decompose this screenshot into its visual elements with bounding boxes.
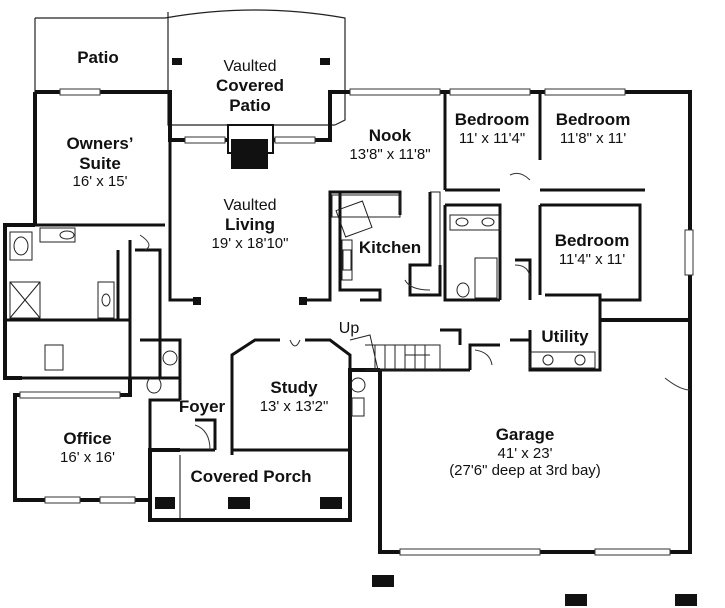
room-dims: 41' x 23' bbox=[497, 444, 553, 462]
room-dims: 11' x 11'4" bbox=[458, 129, 526, 147]
room-name: Kitchen bbox=[358, 238, 422, 257]
room-dims: 11'4" x 11' bbox=[558, 250, 626, 268]
room-covered-porch: Covered Porch bbox=[178, 467, 324, 487]
door-swings bbox=[139, 172, 691, 451]
room-name: Bedroom bbox=[554, 231, 630, 250]
stairs-label: Up bbox=[338, 320, 360, 337]
room-dims: 13'8" x 11'8" bbox=[349, 145, 431, 163]
room-name-2: Suite bbox=[79, 153, 121, 173]
room-dims: 11'8" x 11' bbox=[559, 129, 627, 147]
room-name: Nook bbox=[368, 126, 412, 145]
room-bedroom-3: Bedroom 11'4" x 11' bbox=[544, 231, 640, 268]
room-name: Bedroom bbox=[555, 110, 631, 129]
room-dims: 13' x 13'2" bbox=[259, 397, 329, 415]
room-bedroom-1: Bedroom 11' x 11'4" bbox=[446, 110, 538, 147]
room-dims: 19' x 18'10" bbox=[211, 234, 289, 252]
room-dims: 16' x 15' bbox=[72, 173, 128, 191]
stairs bbox=[349, 334, 441, 371]
room-prefix: Vaulted bbox=[223, 197, 277, 214]
room-name: Garage bbox=[495, 425, 555, 444]
room-name: Study bbox=[270, 378, 318, 397]
room-name: Bedroom bbox=[454, 110, 530, 129]
room-name: Patio bbox=[77, 48, 119, 67]
room-name: Owners’ bbox=[66, 134, 134, 153]
room-prefix: Vaulted bbox=[223, 58, 277, 75]
room-name: Foyer bbox=[178, 397, 226, 416]
room-foyer: Foyer bbox=[173, 397, 231, 417]
room-utility: Utility bbox=[534, 327, 596, 347]
room-name-2: Patio bbox=[229, 95, 271, 115]
room-patio: Patio bbox=[70, 48, 126, 68]
windows bbox=[19, 88, 694, 556]
room-name: Office bbox=[63, 429, 112, 448]
room-covered-patio: Vaulted Covered Patio bbox=[200, 58, 300, 115]
room-name: Covered bbox=[215, 76, 285, 96]
room-kitchen: Kitchen bbox=[352, 238, 428, 258]
room-name: Utility bbox=[541, 327, 589, 346]
room-office: Office 16' x 16' bbox=[45, 429, 130, 466]
room-living: Vaulted Living 19' x 18'10" bbox=[195, 197, 305, 252]
room-owners-suite: Owners’ Suite 16' x 15' bbox=[50, 134, 150, 190]
room-name: Covered Porch bbox=[190, 467, 312, 486]
room-name: Living bbox=[224, 215, 276, 235]
room-garage: Garage 41' x 23' (27'6" deep at 3rd bay) bbox=[415, 425, 635, 479]
posts bbox=[155, 58, 697, 606]
room-dims: 16' x 16' bbox=[60, 448, 115, 466]
room-bedroom-2: Bedroom 11'8" x 11' bbox=[543, 110, 643, 147]
utility-appliances bbox=[350, 351, 596, 417]
room-nook: Nook 13'8" x 11'8" bbox=[340, 126, 440, 163]
bath-fixtures bbox=[9, 214, 501, 394]
fireplace bbox=[227, 124, 274, 169]
kitchen-counters bbox=[331, 191, 441, 281]
interior-walls bbox=[5, 92, 645, 455]
room-study: Study 13' x 13'2" bbox=[244, 378, 344, 415]
room-note: (27'6" deep at 3rd bay) bbox=[449, 461, 601, 479]
stairs-up-label: Up bbox=[334, 320, 364, 338]
